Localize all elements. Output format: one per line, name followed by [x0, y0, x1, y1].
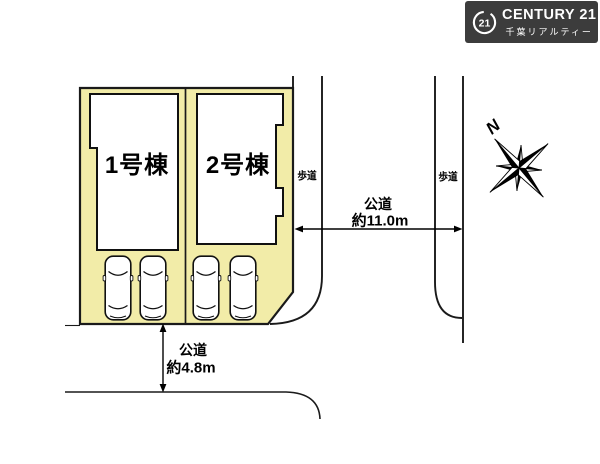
vertical-road-name-label: 公道	[364, 196, 392, 212]
building-1-label: 1号棟	[104, 152, 170, 179]
sidewalk-inner-right-line	[434, 76, 463, 319]
dimension-arrow-vertical	[159, 323, 167, 393]
building-2-label: 2号棟	[205, 152, 271, 179]
vertical-road-width-label: 約11.0m	[351, 212, 409, 230]
sidewalk-label-left: 歩道	[297, 169, 317, 182]
horizontal-road-lines	[65, 324, 321, 420]
car-icon	[227, 255, 259, 321]
century21-logo: 21 CENTURY 21 千葉リアルティー	[465, 1, 598, 43]
dimension-arrow-horizontal	[294, 225, 463, 233]
sidewalk-label-right: 歩道	[438, 170, 458, 183]
road-bottom-edge-line	[65, 391, 321, 420]
horizontal-road-width-label: 約4.8m	[166, 359, 216, 377]
brand-subtext: 千葉リアルティー	[505, 26, 593, 37]
building-1-footprint	[89, 93, 179, 251]
car-icon	[102, 255, 134, 321]
vertical-road-lines	[269, 76, 464, 343]
brand-text: CENTURY 21	[502, 6, 597, 23]
logo-21-seal-icon: 21	[472, 10, 497, 34]
building-2-footprint	[196, 93, 284, 245]
sidewalk-inner-left-line	[269, 76, 323, 325]
car-icon	[137, 255, 169, 321]
logo-21-text: 21	[479, 17, 491, 29]
car-icon	[190, 255, 222, 321]
horizontal-road-name-label: 公道	[179, 342, 207, 358]
compass-rose	[489, 138, 549, 198]
